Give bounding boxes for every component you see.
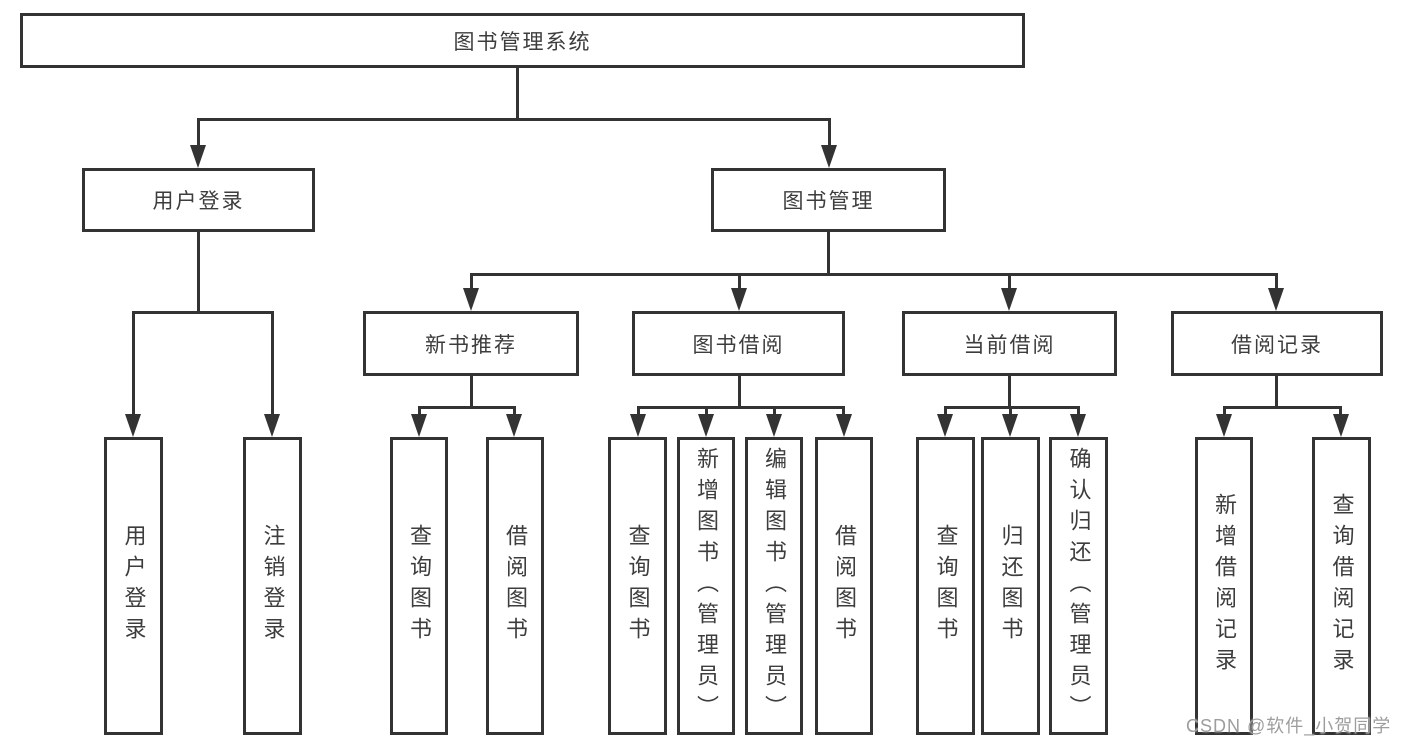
connector-line [827,232,830,273]
leaf-query-books-recommend: 查询图书 [390,437,448,735]
connector-line [271,311,274,421]
connector-line [1077,406,1080,420]
connector-line [738,273,741,293]
connector-line [1223,406,1226,420]
arrowhead-icon [463,288,479,311]
watermark: CSDN @软件_小贺同学 [1186,716,1392,736]
leaf-logout: 注销登录 [243,437,302,735]
leaf-add-borrow-record-label: 新增借阅记录 [1212,493,1237,679]
arrowhead-icon [125,414,141,437]
node-borrowing-records-label: 借阅记录 [1231,333,1323,357]
node-user-login-label: 用户登录 [152,190,245,213]
leaf-borrow-books-recommend-label: 借阅图书 [503,524,528,648]
leaf-user-login-label: 用户登录 [121,524,147,648]
leaf-return-book-label: 归还图书 [998,524,1024,648]
arrowhead-icon [698,414,714,437]
connector-line [1223,406,1341,409]
node-new-book-recommend: 新书推荐 [363,311,579,376]
node-book-borrowing: 图书借阅 [632,311,845,376]
arrowhead-icon [1268,288,1284,311]
leaf-borrow-books: 借阅图书 [815,437,873,735]
connector-line [470,376,473,406]
arrowhead-icon [821,145,837,168]
connector-line [197,232,200,311]
leaf-confirm-return-admin-label: 确认归还（管理员） [1066,446,1092,726]
arrowhead-icon [411,414,427,437]
leaf-add-book-admin: 新增图书（管理员） [677,437,735,735]
connector-line [1008,376,1011,406]
node-new-book-recommend-label: 新书推荐 [425,333,517,357]
connector-line [516,68,519,118]
leaf-logout-label: 注销登录 [260,524,286,648]
connector-line [637,406,640,420]
connector-line [842,406,845,420]
arrowhead-icon [937,414,953,437]
connector-line [1009,406,1012,420]
arrowhead-icon [1002,414,1018,437]
arrowhead-icon [190,145,206,168]
arrowhead-icon [506,414,522,437]
arrowhead-icon [630,414,646,437]
leaf-query-borrow-record: 查询借阅记录 [1312,437,1371,735]
connector-line [1339,406,1342,420]
leaf-query-books-borrowing-label: 查询图书 [625,524,651,648]
node-book-management-label: 图书管理 [782,190,875,213]
node-current-borrowing-label: 当前借阅 [963,333,1056,357]
leaf-query-borrow-record-label: 查询借阅记录 [1329,493,1355,679]
leaf-user-login: 用户登录 [104,437,163,735]
node-book-management: 图书管理 [711,168,946,232]
node-user-login: 用户登录 [82,168,315,232]
connector-line [132,311,135,421]
leaf-add-book-admin-label: 新增图书（管理员） [694,446,719,726]
connector-line [470,273,1277,276]
arrowhead-icon [1333,414,1349,437]
connector-line [197,118,830,121]
leaf-return-book: 归还图书 [981,437,1040,735]
arrowhead-icon [766,414,782,437]
connector-line [418,406,515,409]
leaf-add-borrow-record: 新增借阅记录 [1195,437,1253,735]
node-book-borrowing-label: 图书借阅 [692,333,785,357]
node-borrowing-records: 借阅记录 [1171,311,1383,376]
connector-line [1275,273,1278,293]
connector-line [1275,376,1278,406]
leaf-edit-book-admin: 编辑图书（管理员） [745,437,803,735]
connector-line [132,311,273,314]
connector-line [738,376,741,406]
connector-line [637,406,844,409]
leaf-borrow-books-label: 借阅图书 [832,524,857,648]
node-current-borrowing: 当前借阅 [902,311,1117,376]
connector-line [1008,273,1011,293]
root-node: 图书管理系统 [20,13,1025,68]
connector-line [470,273,473,293]
leaf-borrow-books-recommend: 借阅图书 [486,437,544,735]
arrowhead-icon [1001,288,1017,311]
connector-line [513,406,516,420]
leaf-confirm-return-admin: 确认归还（管理员） [1049,437,1108,735]
leaf-edit-book-admin-label: 编辑图书（管理员） [762,446,787,726]
connector-line [705,406,708,420]
leaf-query-books-current-label: 查询图书 [933,524,959,648]
connector-line [944,406,947,420]
connector-line [197,118,200,148]
root-node-label: 图书管理系统 [453,30,592,54]
arrowhead-icon [1070,414,1086,437]
arrowhead-icon [1216,414,1232,437]
leaf-query-books-recommend-label: 查询图书 [407,524,432,648]
arrowhead-icon [731,288,747,311]
leaf-query-books-borrowing: 查询图书 [608,437,667,735]
connector-line [828,118,831,148]
arrowhead-icon [264,414,280,437]
connector-line [773,406,776,420]
connector-line [418,406,421,420]
leaf-query-books-current: 查询图书 [916,437,975,735]
arrowhead-icon [836,414,852,437]
